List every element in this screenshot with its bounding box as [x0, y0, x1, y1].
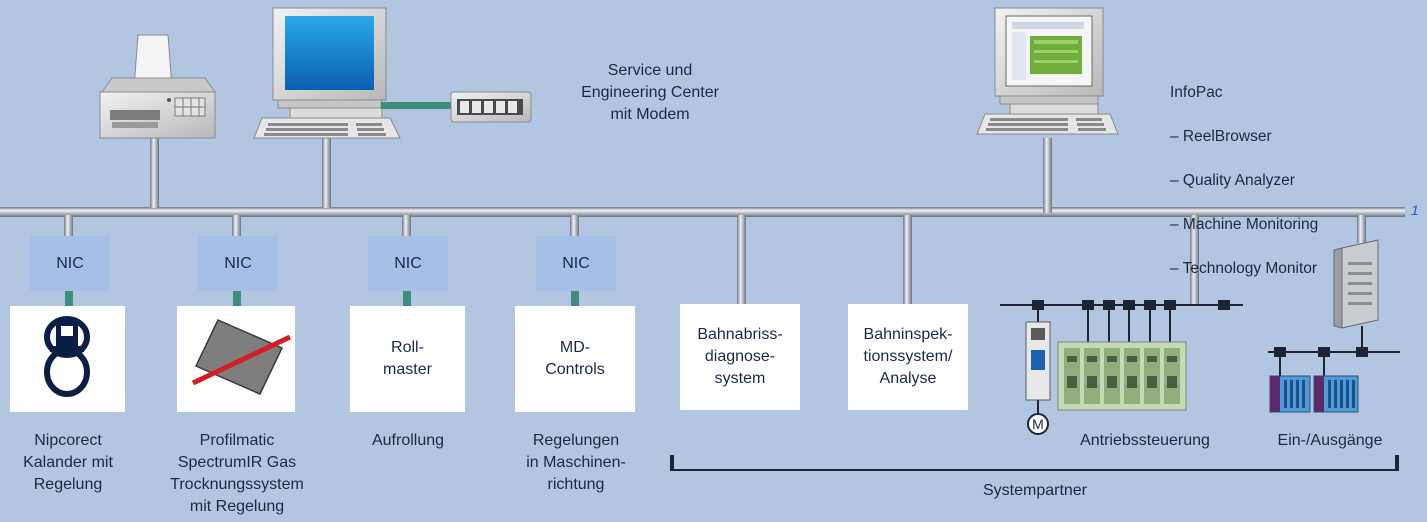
- io-drop: [1357, 215, 1366, 243]
- nic-drop-3: [402, 215, 411, 237]
- nic-box: NIC: [198, 236, 278, 291]
- io-caption: Ein-/Ausgänge: [1277, 432, 1383, 449]
- infopac-item: – Technology Monitor: [1170, 260, 1318, 277]
- bahnabriss-drop: [737, 215, 746, 305]
- pc-drop: [322, 138, 331, 208]
- motor-label: M: [1032, 416, 1044, 432]
- bus-reference-number: 1: [1411, 202, 1419, 218]
- infopac-item: – Machine Monitoring: [1170, 216, 1319, 233]
- bahninspektion-drop: [903, 215, 912, 305]
- infopac-title: InfoPac: [1170, 84, 1223, 101]
- infopac-drop: [1043, 138, 1052, 213]
- bahnabriss-box: Bahnabriss- diagnose- system: [680, 304, 800, 410]
- infopac-item: – Quality Analyzer: [1170, 172, 1295, 189]
- nipcorect-caption: Nipcorect Kalander mit Regelung: [23, 432, 113, 493]
- infopac-list: InfoPac – ReelBrowser – Quality Analyzer…: [1170, 60, 1360, 302]
- modem-icon: [450, 91, 532, 123]
- infopac-item: – ReelBrowser: [1170, 128, 1272, 145]
- nic-box: NIC: [30, 236, 110, 291]
- nic-link-1: [65, 290, 73, 307]
- drive-control-diagram: [1000, 300, 1243, 435]
- bahninspektion-box: Bahninspek- tionssystem/ Analyse: [848, 304, 968, 410]
- nic-drop-1: [64, 215, 73, 237]
- infopac-computer-icon: [976, 7, 1119, 135]
- printer-drop: [150, 138, 159, 208]
- nic-box: NIC: [368, 236, 448, 291]
- nic-drop-4: [570, 215, 579, 237]
- drive-drop: [1190, 215, 1199, 305]
- service-center-label: Service und Engineering Center mit Modem: [581, 62, 719, 123]
- io-modules-diagram: [1268, 239, 1400, 413]
- modem-link: [381, 102, 453, 109]
- profilmatic-caption: Profilmatic SpectrumIR Gas Trocknungssys…: [170, 432, 304, 515]
- printer-icon: [99, 34, 216, 139]
- md-controls-caption: Regelungen in Maschinen- richtung: [526, 432, 626, 493]
- nic-link-3: [403, 290, 411, 307]
- rollmaster-caption: Aufrollung: [371, 432, 445, 449]
- systempartner-label: Systempartner: [982, 482, 1088, 499]
- rollmaster-box: Roll- master: [350, 306, 465, 412]
- nic-box: NIC: [536, 236, 616, 291]
- service-computer-icon: [253, 7, 401, 139]
- drive-control-caption: Antriebssteuerung: [1080, 432, 1210, 449]
- nipcorect-box: [10, 306, 125, 412]
- nic-drop-2: [232, 215, 241, 237]
- nic-link-4: [571, 290, 579, 307]
- profilmatic-box: [177, 306, 295, 412]
- md-controls-box: MD- Controls: [515, 306, 635, 412]
- systempartner-bracket: [670, 455, 1399, 471]
- nic-link-2: [233, 290, 241, 307]
- main-bus: [0, 207, 1405, 217]
